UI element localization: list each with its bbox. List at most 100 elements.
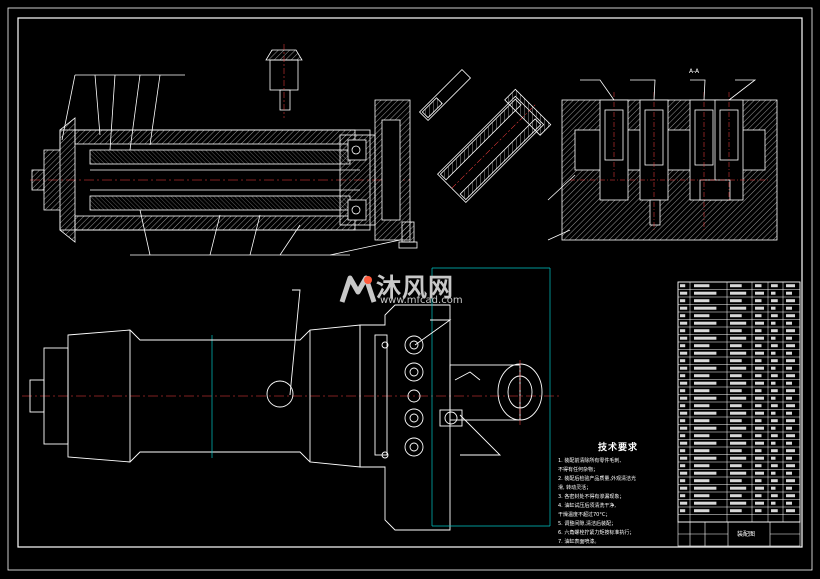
watermark-url: www.mfcad.com	[380, 295, 463, 306]
bom-cell-glyph	[680, 374, 686, 378]
bom-cell-glyph	[680, 494, 686, 498]
bom-cell-glyph	[771, 486, 776, 490]
bom-cell-glyph	[755, 351, 764, 355]
bom-cell-glyph	[730, 381, 747, 385]
bom-cell-glyph	[786, 396, 792, 400]
bom-cell-glyph	[680, 381, 688, 385]
bom-cell-glyph	[730, 366, 747, 370]
bom-cell-glyph	[786, 374, 795, 378]
title-block	[677, 521, 801, 547]
bom-cell-glyph	[771, 396, 776, 400]
bom-cell-glyph	[771, 299, 778, 303]
bom-cell-glyph	[786, 509, 795, 513]
bom-cell-glyph	[755, 479, 762, 483]
bom-cell-glyph	[755, 419, 762, 423]
bom-cell-glyph	[771, 389, 778, 393]
bom-cell-glyph	[786, 344, 795, 348]
bom-cell-glyph	[680, 441, 688, 445]
bom-cell-glyph	[730, 321, 747, 325]
bom-cell-glyph	[786, 329, 795, 333]
bom-cell-glyph	[730, 351, 747, 355]
bom-cell-glyph	[680, 344, 686, 348]
bom-cell-glyph	[730, 456, 747, 460]
bom-cell-glyph	[786, 306, 792, 310]
bom-cell-glyph	[771, 434, 778, 438]
bom-cell-glyph	[755, 456, 764, 460]
bom-cell-glyph	[694, 329, 710, 333]
bom-cell-glyph	[786, 321, 792, 325]
bom-cell-glyph	[694, 374, 710, 378]
view-label: A-A	[689, 68, 700, 75]
tech-line: 滑, 转动灵活；	[558, 485, 592, 491]
bom-cell-glyph	[755, 434, 762, 438]
bom-cell-glyph	[755, 366, 764, 370]
bom-cell-glyph	[680, 471, 688, 475]
front-view	[22, 267, 560, 531]
bom-cell-glyph	[755, 359, 762, 363]
bom-cell-glyph	[771, 441, 776, 445]
bom-cell-glyph	[694, 464, 710, 468]
tech-line: 1. 装配前清除所有零件毛刺、	[558, 458, 625, 464]
bom-cell-glyph	[755, 299, 762, 303]
bom-cell-glyph	[755, 306, 764, 310]
bom-cell-glyph	[771, 291, 776, 295]
bom-cell-glyph	[755, 389, 762, 393]
bom-cell-glyph	[730, 299, 742, 303]
bom-cell-glyph	[680, 329, 686, 333]
bom-cell-glyph	[694, 441, 717, 445]
bom-cell-glyph	[680, 449, 686, 453]
bom-cell-glyph	[786, 441, 792, 445]
tech-line: 3. 各密封处不得有渗漏现象；	[558, 494, 625, 500]
watermark-name: 沐风网	[376, 273, 455, 302]
bom-cell-glyph	[730, 396, 747, 400]
bom-cell-glyph	[771, 284, 778, 288]
bom-cell-glyph	[680, 509, 686, 513]
bom-cell-glyph	[730, 284, 742, 288]
bom-cell-glyph	[786, 471, 792, 475]
bom-cell-glyph	[694, 381, 717, 385]
bom-cell-glyph	[771, 509, 778, 513]
bom-cell-glyph	[786, 449, 795, 453]
bom-cell-glyph	[694, 284, 710, 288]
bom-cell-glyph	[786, 381, 792, 385]
bom-cell-glyph	[694, 471, 717, 475]
bom-cell-glyph	[680, 411, 688, 415]
bom-cell-glyph	[786, 501, 792, 505]
bom-cell-glyph	[771, 501, 776, 505]
bom-cell-glyph	[771, 456, 776, 460]
bom-cell-glyph	[680, 404, 686, 408]
bom-cell-glyph	[694, 426, 717, 430]
bom-cell-glyph	[694, 306, 717, 310]
bom-cell-glyph	[680, 306, 688, 310]
bom-cell-glyph	[771, 494, 778, 498]
bom-cell-glyph	[730, 501, 747, 505]
bom-cell-glyph	[680, 456, 688, 460]
bom-cell-glyph	[786, 284, 795, 288]
tech-line: 不得有任何杂物；	[558, 467, 599, 473]
bom-cell-glyph	[755, 509, 762, 513]
bom-cell-glyph	[771, 359, 778, 363]
bom-cell-glyph	[680, 501, 688, 505]
bom-cell-glyph	[730, 344, 742, 348]
bom-cell-glyph	[730, 404, 742, 408]
bom-cell-glyph	[694, 434, 710, 438]
bom-cell-glyph	[771, 449, 778, 453]
bom-cell-glyph	[771, 426, 776, 430]
bom-cell-glyph	[755, 426, 764, 430]
bom-cell-glyph	[786, 456, 792, 460]
bom-cell-glyph	[755, 494, 762, 498]
bom-cell-glyph	[755, 404, 762, 408]
bom-cell-glyph	[730, 494, 742, 498]
title-block-label: 装配图	[737, 530, 755, 538]
bom-cell-glyph	[730, 359, 742, 363]
section-view-a-a	[547, 79, 778, 241]
bom-cell-glyph	[694, 314, 710, 318]
tech-line: 6. 六角螺栓拧紧力矩按标准执行；	[558, 530, 635, 536]
bom-cell-glyph	[730, 411, 747, 415]
bom-cell-glyph	[771, 329, 778, 333]
bom-cell-glyph	[730, 374, 742, 378]
bom-cell-glyph	[694, 389, 710, 393]
bom-cell-glyph	[694, 351, 717, 355]
bom-cell-glyph	[771, 366, 776, 370]
bom-cell-glyph	[786, 299, 795, 303]
